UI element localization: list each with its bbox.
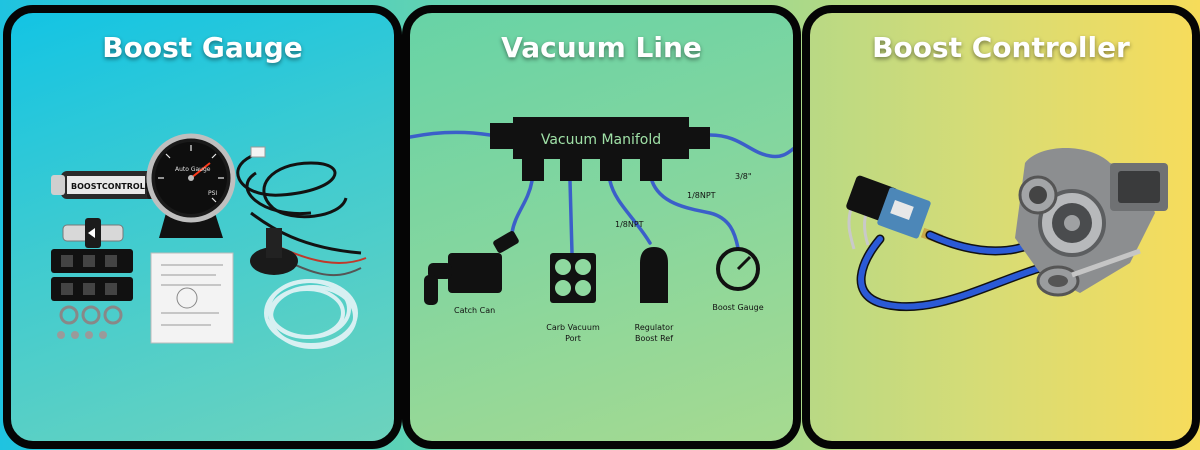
vacuum-hoses xyxy=(410,130,793,255)
boost-gauge-node-label: Boost Gauge xyxy=(712,303,763,312)
regulator-label-line1: Regulator xyxy=(635,323,674,332)
gauge-unit-label: PSI xyxy=(208,190,217,197)
mounting-brackets xyxy=(51,249,133,301)
diagram-boost-gauge xyxy=(716,247,760,291)
carb-label-line2: Port xyxy=(565,334,581,343)
t-fitting xyxy=(62,218,124,248)
hose-left xyxy=(410,130,492,139)
fitting-label-small-2: 1/8NPT xyxy=(687,191,716,200)
hose-regulator xyxy=(608,179,652,245)
carb-label-line1: Carb Vacuum xyxy=(546,323,600,332)
turbocharger xyxy=(1015,148,1168,297)
vacuum-manifold: Vacuum Manifold xyxy=(490,117,710,181)
manual-boost-controller: BOOSTCONTROLLER xyxy=(51,171,163,199)
carb-vacuum-port xyxy=(550,253,596,303)
fitting-label-small-1: 1/8NPT xyxy=(615,220,644,229)
vacuum-line-title: Vacuum Line xyxy=(501,31,702,64)
regulator xyxy=(640,247,668,303)
suction-mount xyxy=(250,228,298,275)
boost-solenoid xyxy=(846,175,944,250)
hose-clamps xyxy=(59,305,123,325)
hose-catch-can xyxy=(510,179,534,235)
boost-controller-label: BOOSTCONTROLLER xyxy=(71,182,162,191)
instruction-sheet xyxy=(150,252,234,344)
boost-gauge-title: Boost Gauge xyxy=(102,31,303,64)
boost-controller-illustration xyxy=(846,148,1168,312)
gauge-brand-label: Auto Gauge xyxy=(175,166,211,173)
boost-gauge-kit-illustration: BOOSTCONTROLLER Auto Gauge xyxy=(51,133,367,349)
catch-can-label: Catch Can xyxy=(454,306,495,315)
regulator-label-line2: Boost Ref xyxy=(635,334,673,343)
hose-carb xyxy=(568,179,574,255)
boost-gauge-unit: Auto Gauge PSI xyxy=(146,133,236,238)
vacuum-line-panel: Vacuum Line Vacuum Manifold 3/8" 1/8NPT … xyxy=(402,5,801,449)
manifold-label: Vacuum Manifold xyxy=(541,132,661,148)
hose-gauge xyxy=(650,179,740,250)
catch-can xyxy=(424,231,519,305)
hose-right xyxy=(708,133,793,159)
boost-controller-title: Boost Controller xyxy=(872,31,1130,64)
fitting-label-large: 3/8" xyxy=(735,172,752,181)
vacuum-hose-coil xyxy=(264,279,358,349)
vacuum-line-diagram: Vacuum Manifold 3/8" 1/8NPT 1/8NPT Catch… xyxy=(410,117,793,343)
screws xyxy=(57,331,107,339)
boost-gauge-panel: Boost Gauge BOOSTCONTROLLER xyxy=(3,5,402,449)
boost-controller-panel: Boost Controller xyxy=(802,5,1200,449)
